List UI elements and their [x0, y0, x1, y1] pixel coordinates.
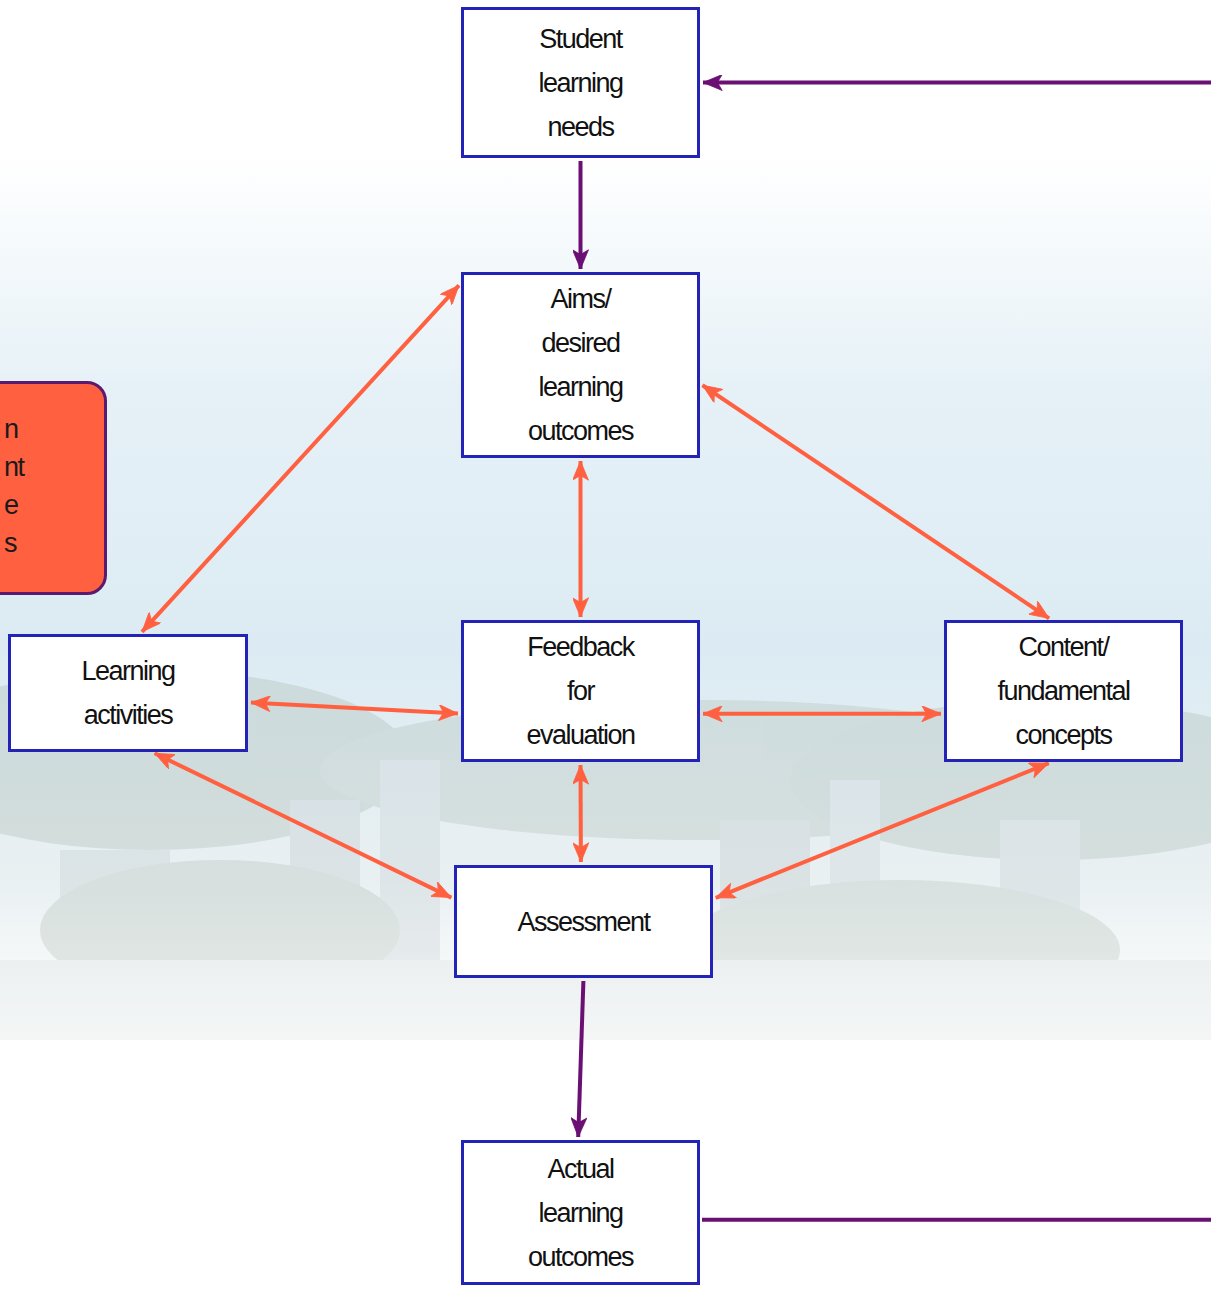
flow-arrow — [702, 83, 1211, 1220]
box-label: Assessment — [517, 900, 649, 944]
box-label: n nt e s — [4, 410, 24, 562]
double-arrow — [579, 461, 583, 617]
flow-arrow — [579, 161, 583, 269]
box-label: Content/ fundamental concepts — [997, 625, 1129, 757]
double-arrow — [579, 765, 583, 862]
double-arrow — [142, 285, 459, 631]
aims-box: Aims/ desired learning outcomes — [461, 272, 700, 458]
box-label: Learning activities — [81, 649, 174, 737]
box-label: Actual learning outcomes — [528, 1147, 633, 1279]
double-arrow — [155, 753, 452, 897]
callout-box: n nt e s — [0, 381, 107, 595]
box-label: Aims/ desired learning outcomes — [528, 277, 633, 453]
double-arrow — [702, 385, 1049, 618]
double-arrow — [716, 763, 1049, 898]
outcomes-box: Actual learning outcomes — [461, 1140, 700, 1285]
needs-box: Student learning needs — [461, 7, 700, 158]
box-label: Student learning needs — [538, 17, 622, 149]
feedback-box: Feedback for evaluation — [461, 620, 700, 762]
box-label: Feedback for evaluation — [526, 625, 634, 757]
double-arrow — [251, 703, 458, 714]
double-arrow — [703, 712, 941, 716]
assessment-box: Assessment — [454, 865, 713, 978]
content-box: Content/ fundamental concepts — [944, 620, 1183, 762]
flow-arrow — [578, 981, 583, 1137]
activities-box: Learning activities — [8, 634, 248, 752]
